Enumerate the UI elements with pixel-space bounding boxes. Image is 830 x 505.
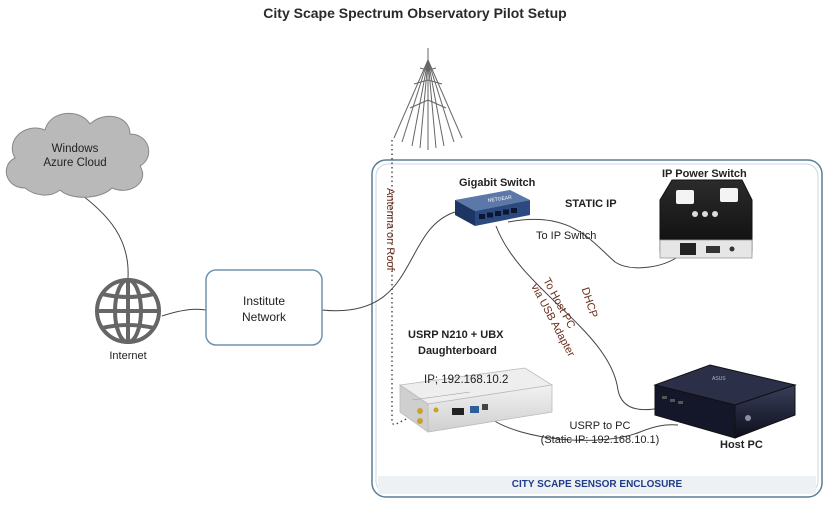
cable-usrp-hostpc <box>489 417 679 441</box>
antenna-icon <box>393 48 463 150</box>
institute-network-box <box>205 269 323 346</box>
cable-switch-hostpc <box>495 225 661 411</box>
usrp-title-line2: Daughterboard <box>418 345 497 357</box>
cable-switch-powerswitch <box>507 218 677 269</box>
usrp-ip-label: IP; 192.168.10.2 <box>424 374 509 386</box>
svg-text:ASUS: ASUS <box>712 376 726 382</box>
usrp-title-line1: USRP N210 + UBX <box>408 329 504 341</box>
static-ip-label: STATIC IP <box>565 198 617 210</box>
cable-institute-switch <box>321 211 456 312</box>
host-pc-label: Host PC <box>720 439 763 451</box>
host-pc-icon: ASUS <box>653 364 797 439</box>
to-ip-switch-label: To IP Switch <box>536 230 597 242</box>
cable-antenna <box>391 140 411 425</box>
enclosure-label: CITY SCAPE SENSOR ENCLOSURE <box>511 479 683 490</box>
globe-icon <box>95 278 161 344</box>
gigabit-switch-icon: NETGEAR <box>455 190 530 226</box>
institute-label-line2: Network <box>241 310 286 324</box>
enclosure-label-bar <box>378 476 816 494</box>
institute-label-line1: Institute <box>242 294 286 308</box>
sensor-enclosure <box>371 159 823 498</box>
cable-cloud-internet <box>74 189 129 279</box>
usrp-to-pc-line2: (Static IP: 192.168.10.1) <box>540 434 660 446</box>
antenna-label: Antenna on Roof <box>384 188 396 271</box>
usrp-to-pc-line1: USRP to PC <box>569 420 631 432</box>
cloud-label-line2: Azure Cloud <box>43 157 107 169</box>
usrp-device-icon <box>398 367 554 433</box>
cloud-label-line1: Windows <box>51 143 99 155</box>
ip-power-label: IP Power Switch <box>662 168 747 180</box>
switch-brand-text: NETGEAR <box>487 195 512 204</box>
internet-label: Internet <box>109 350 147 362</box>
ip-power-switch-icon <box>659 179 753 259</box>
switch-label: Gigabit Switch <box>459 177 536 189</box>
cables <box>74 140 679 441</box>
diagram-title: City Scape Spectrum Observatory Pilot Se… <box>263 5 567 21</box>
cable-internet-institute <box>161 308 207 317</box>
azure-cloud-icon <box>5 112 150 198</box>
